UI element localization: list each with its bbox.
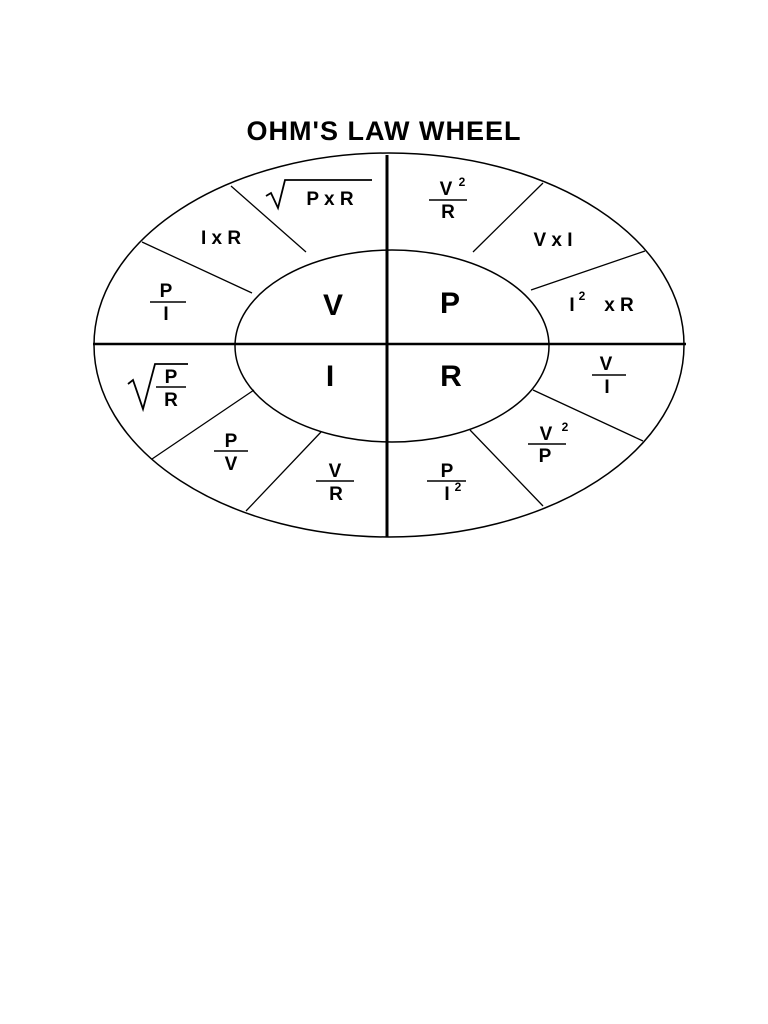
svg-text:2: 2 <box>579 289 586 303</box>
sector-divider <box>472 182 544 253</box>
sector-divider <box>245 431 322 512</box>
center-power: P <box>440 287 460 320</box>
formula-r-p-over-i2: P I 2 <box>427 461 466 505</box>
svg-text:R: R <box>441 202 455 223</box>
formula-i-sqrt-p-over-r: P R <box>127 363 188 413</box>
formula-i-v-over-r: V R <box>316 461 354 505</box>
svg-text:V: V <box>440 179 453 200</box>
svg-text:I: I <box>163 304 168 325</box>
formula-p-v-x-i: V x I <box>533 230 572 251</box>
svg-text:V: V <box>600 354 613 375</box>
svg-text:P: P <box>225 431 238 452</box>
svg-text:V: V <box>540 424 553 445</box>
formula-r-v2-over-p: V 2 P <box>528 420 569 467</box>
formula-p-v2-over-r: V 2 R <box>429 175 467 223</box>
svg-text:P x R: P x R <box>306 189 353 210</box>
svg-text:P: P <box>165 367 178 388</box>
svg-text:P: P <box>441 461 454 482</box>
sector-divider <box>141 241 253 294</box>
svg-text:I: I <box>604 377 609 398</box>
svg-text:R: R <box>164 390 178 411</box>
svg-text:2: 2 <box>562 420 569 434</box>
sector-divider <box>530 250 646 291</box>
svg-text:R: R <box>329 484 343 505</box>
svg-text:P: P <box>160 281 173 302</box>
sector-divider <box>532 389 644 442</box>
svg-text:V: V <box>225 454 238 475</box>
formula-r-v-over-i: V I <box>592 354 626 398</box>
center-current: I <box>326 360 334 393</box>
svg-text:x R: x R <box>604 295 634 316</box>
formula-v-sqrt-p-x-r: P x R <box>265 179 372 211</box>
sector-divider <box>230 185 307 253</box>
svg-text:P: P <box>539 446 552 467</box>
svg-text:2: 2 <box>455 480 462 494</box>
formula-p-i2-x-r: I 2 x R <box>569 289 634 316</box>
svg-text:V: V <box>329 461 342 482</box>
formula-v-i-x-r: I x R <box>201 228 241 249</box>
center-resistance: R <box>440 360 462 393</box>
svg-text:2: 2 <box>459 175 466 189</box>
svg-text:I: I <box>444 484 449 505</box>
formula-i-p-over-v: P V <box>214 431 248 475</box>
formula-v-p-over-i: P I <box>150 281 186 325</box>
center-voltage: V <box>323 289 343 322</box>
radical-sign <box>265 179 372 211</box>
sector-divider <box>469 429 544 507</box>
radical-sign <box>127 363 188 413</box>
sector-divider <box>151 389 255 460</box>
diagram-title: OHM'S LAW WHEEL <box>246 116 522 146</box>
svg-text:I: I <box>569 295 574 316</box>
inner-circle <box>234 249 550 443</box>
